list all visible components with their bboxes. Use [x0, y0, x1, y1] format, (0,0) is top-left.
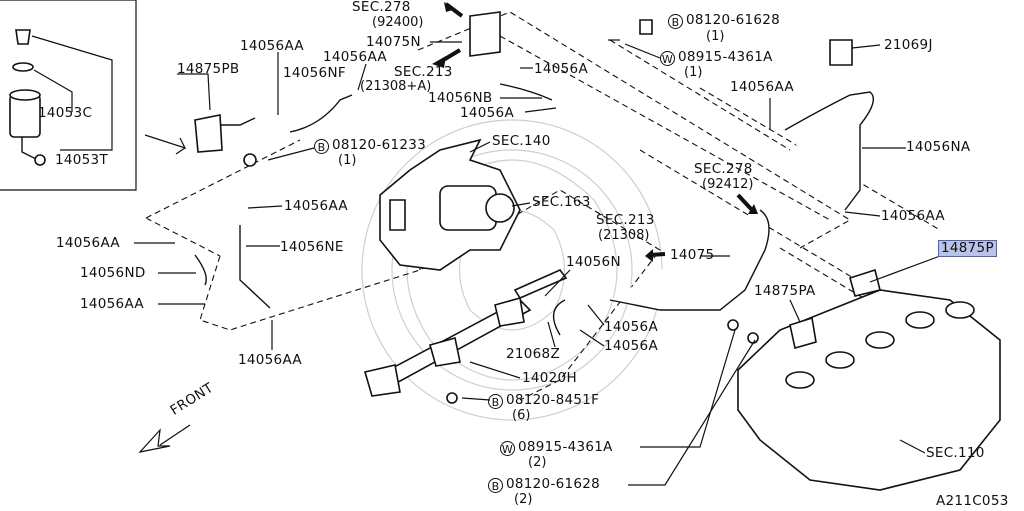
washer-mark-top: W — [660, 51, 675, 66]
intake-manifold — [379, 138, 521, 271]
label-21068Z: 21068Z — [506, 346, 560, 362]
label-bolt-left-qty: (1) — [338, 153, 357, 168]
label-14056AA-g: 14056AA — [80, 296, 144, 312]
label-14056N: 14056N — [566, 254, 621, 270]
bolt-mark-top: B — [668, 14, 683, 29]
label-sec163: SEC.163 — [532, 194, 591, 210]
label-sec213-top-sub: (21308+A) — [360, 79, 432, 94]
label-14053C: 14053C — [38, 105, 93, 121]
label-bolt-mid-qty: (6) — [512, 408, 531, 423]
leader-lines — [134, 39, 941, 486]
label-sec278-top: SEC.278 — [352, 0, 411, 15]
label-sec213-mid-sub: (21308) — [598, 228, 650, 243]
label-14056A-d: 14056A — [604, 338, 658, 354]
inset-canister — [9, 29, 113, 166]
label-14075: 14075 — [670, 247, 715, 263]
label-14056NF: 14056NF — [283, 65, 346, 81]
direction-arrows — [138, 2, 758, 453]
bolt-mark-bot: B — [488, 478, 503, 493]
label-14875P[interactable]: 14875P — [938, 240, 997, 257]
fuel-rail-assembly — [363, 269, 568, 404]
label-14056AA-a: 14056AA — [240, 38, 304, 54]
label-14056AA-c: 14056AA — [730, 79, 794, 95]
label-14056ND: 14056ND — [80, 265, 146, 281]
washer-bot-part: 08915-4361A — [518, 439, 613, 455]
washer-mark-bot: W — [500, 441, 515, 456]
label-14056A-c: 14056A — [604, 319, 658, 335]
bolt-mark-left: B — [314, 139, 329, 154]
label-14056A-b: 14056A — [460, 105, 514, 121]
label-sec278-mid: SEC.278 — [694, 161, 753, 177]
inset-box — [0, 0, 137, 191]
label-14056AA-h: 14056AA — [238, 352, 302, 368]
bolt-top-part: 08120-61628 — [686, 12, 781, 28]
label-14056AA-f: 14056AA — [56, 235, 120, 251]
bolt-bot-part: 08120-61628 — [506, 476, 601, 492]
bolt-left-part: 08120-61233 — [332, 137, 427, 153]
label-washer-top-qty: (1) — [684, 65, 703, 80]
washer-top-part: 08915-4361A — [678, 49, 773, 65]
label-14056A-a: 14056A — [534, 61, 588, 77]
label-14056AA-b: 14056AA — [323, 49, 387, 65]
label-sec110: SEC.110 — [926, 445, 985, 461]
label-bolt-bot-qty: (2) — [514, 492, 533, 507]
label-bolt-top-qty: (1) — [706, 29, 725, 44]
label-14056NA: 14056NA — [906, 139, 971, 155]
label-21069J: 21069J — [884, 37, 933, 53]
dashed-outline-main — [145, 11, 852, 401]
label-14056AA-e: 14056AA — [284, 198, 348, 214]
label-sec140: SEC.140 — [492, 133, 551, 149]
label-14053T: 14053T — [55, 152, 108, 168]
bolt-mark-mid: B — [488, 394, 503, 409]
label-14056NB: 14056NB — [428, 90, 493, 106]
label-sec278-mid-sub: (92412) — [702, 177, 754, 192]
label-sec213-mid: SEC.213 — [596, 212, 655, 228]
label-14056AA-d: 14056AA — [881, 208, 945, 224]
diagram-code: A211C053 — [936, 493, 1009, 509]
label-14875PB: 14875PB — [177, 61, 240, 77]
bolt-mid-part: 08120-8451F — [506, 392, 600, 408]
label-sec278-top-sub: (92400) — [372, 15, 424, 30]
small-components — [194, 11, 881, 350]
label-washer-bot-qty: (2) — [528, 455, 547, 470]
label-14075N: 14075N — [366, 34, 421, 50]
label-14875PA: 14875PA — [754, 283, 816, 299]
label-14020H: 14020H — [522, 370, 577, 386]
label-sec213-top: SEC.213 — [394, 64, 453, 80]
label-14056NE: 14056NE — [280, 239, 344, 255]
